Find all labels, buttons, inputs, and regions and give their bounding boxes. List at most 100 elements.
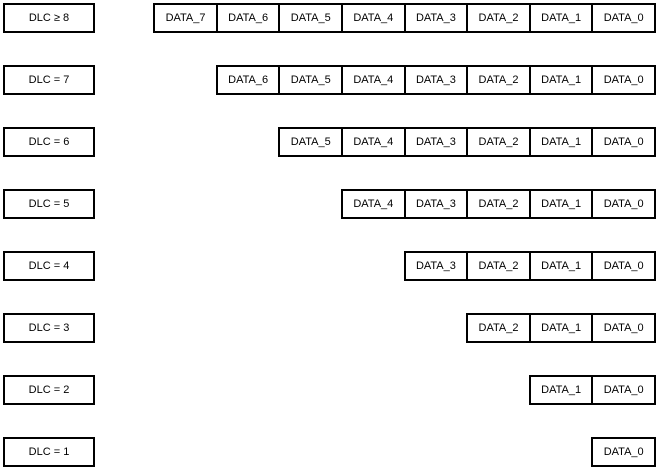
dlc-row: DLC = 1 DATA_0 xyxy=(0,437,659,467)
data-byte-cell: DATA_3 xyxy=(403,251,469,281)
data-bytes-row: DATA_1 DATA_0 xyxy=(528,375,656,405)
data-byte-label: DATA_0 xyxy=(603,136,644,148)
data-byte-cell: DATA_0 xyxy=(591,65,656,95)
dlc-label-box: DLC = 7 xyxy=(3,65,95,95)
data-byte-label: DATA_1 xyxy=(541,136,582,148)
data-byte-cell: DATA_1 xyxy=(528,189,594,219)
data-byte-label: DATA_0 xyxy=(603,74,644,86)
data-bytes-row: DATA_6 DATA_5 DATA_4 DATA_3 DATA_2 DATA_… xyxy=(215,65,656,95)
data-byte-cell: DATA_1 xyxy=(528,375,594,405)
data-byte-label: DATA_3 xyxy=(415,260,456,272)
data-byte-cell: DATA_0 xyxy=(591,127,656,157)
data-byte-label: DATA_6 xyxy=(228,74,269,86)
data-byte-label: DATA_2 xyxy=(478,198,519,210)
data-byte-cell: DATA_0 xyxy=(591,189,656,219)
dlc-label-box: DLC = 5 xyxy=(3,189,95,219)
data-byte-cell: DATA_3 xyxy=(403,189,469,219)
data-byte-label: DATA_3 xyxy=(415,136,456,148)
dlc-row: DLC = 7 DATA_6 DATA_5 DATA_4 DATA_3 DATA… xyxy=(0,65,659,95)
data-byte-label: DATA_5 xyxy=(290,12,331,24)
dlc-label-box: DLC = 4 xyxy=(3,251,95,281)
data-byte-cell: DATA_0 xyxy=(591,437,656,467)
dlc-label: DLC ≥ 8 xyxy=(28,12,70,24)
data-byte-cell: DATA_1 xyxy=(528,65,594,95)
dlc-label-box: DLC ≥ 8 xyxy=(3,3,95,33)
data-byte-cell: DATA_4 xyxy=(341,65,406,95)
dlc-row: DLC = 5 DATA_4 DATA_3 DATA_2 DATA_1 DATA… xyxy=(0,189,659,219)
data-byte-label: DATA_1 xyxy=(541,74,582,86)
data-byte-cell: DATA_0 xyxy=(591,313,656,343)
data-bytes-row: DATA_5 DATA_4 DATA_3 DATA_2 DATA_1 DATA_… xyxy=(278,127,656,157)
data-byte-cell: DATA_7 xyxy=(153,3,218,33)
data-byte-cell: DATA_5 xyxy=(278,127,344,157)
dlc-label: DLC = 4 xyxy=(28,260,70,272)
dlc-label: DLC = 1 xyxy=(28,446,70,458)
dlc-label-box: DLC = 6 xyxy=(3,127,95,157)
data-byte-label: DATA_0 xyxy=(603,384,644,396)
data-byte-label: DATA_4 xyxy=(353,12,394,24)
data-byte-label: DATA_5 xyxy=(290,74,331,86)
data-bytes-row: DATA_2 DATA_1 DATA_0 xyxy=(466,313,656,343)
data-byte-cell: DATA_4 xyxy=(341,3,406,33)
data-bytes-row: DATA_4 DATA_3 DATA_2 DATA_1 DATA_0 xyxy=(341,189,656,219)
data-byte-label: DATA_0 xyxy=(603,322,644,334)
data-byte-label: DATA_2 xyxy=(478,12,519,24)
data-byte-cell: DATA_2 xyxy=(466,189,531,219)
dlc-row: DLC = 6 DATA_5 DATA_4 DATA_3 DATA_2 DATA… xyxy=(0,127,659,157)
data-byte-label: DATA_3 xyxy=(415,198,456,210)
data-byte-cell: DATA_3 xyxy=(403,3,469,33)
dlc-row: DLC = 3 DATA_2 DATA_1 DATA_0 xyxy=(0,313,659,343)
data-byte-label: DATA_3 xyxy=(415,74,456,86)
data-byte-cell: DATA_3 xyxy=(403,65,469,95)
data-byte-cell: DATA_3 xyxy=(403,127,469,157)
data-byte-cell: DATA_0 xyxy=(591,375,656,405)
data-byte-label: DATA_1 xyxy=(541,198,582,210)
dlc-label: DLC = 3 xyxy=(28,322,70,334)
dlc-label: DLC = 7 xyxy=(28,74,70,86)
data-byte-label: DATA_0 xyxy=(603,446,644,458)
data-byte-label: DATA_0 xyxy=(603,12,644,24)
data-byte-label: DATA_1 xyxy=(541,384,582,396)
data-byte-cell: DATA_5 xyxy=(278,3,344,33)
dlc-label-box: DLC = 3 xyxy=(3,313,95,343)
data-byte-cell: DATA_2 xyxy=(466,313,531,343)
dlc-row: DLC = 2 DATA_1 DATA_0 xyxy=(0,375,659,405)
dlc-label-box: DLC = 2 xyxy=(3,375,95,405)
data-byte-cell: DATA_2 xyxy=(466,127,531,157)
data-byte-cell: DATA_5 xyxy=(278,65,344,95)
data-byte-cell: DATA_0 xyxy=(591,251,656,281)
data-byte-cell: DATA_6 xyxy=(215,65,281,95)
data-byte-cell: DATA_2 xyxy=(466,251,531,281)
data-byte-cell: DATA_1 xyxy=(528,3,594,33)
data-byte-label: DATA_4 xyxy=(353,74,394,86)
data-byte-label: DATA_1 xyxy=(541,260,582,272)
data-bytes-row: DATA_7 DATA_6 DATA_5 DATA_4 DATA_3 DATA_… xyxy=(153,3,656,33)
data-bytes-row: DATA_3 DATA_2 DATA_1 DATA_0 xyxy=(403,251,656,281)
data-byte-label: DATA_4 xyxy=(353,136,394,148)
data-byte-cell: DATA_2 xyxy=(466,65,531,95)
dlc-label: DLC = 6 xyxy=(28,136,70,148)
dlc-row: DLC ≥ 8 DATA_7 DATA_6 DATA_5 DATA_4 DATA… xyxy=(0,3,659,33)
data-byte-label: DATA_1 xyxy=(541,12,582,24)
data-byte-label: DATA_5 xyxy=(290,136,331,148)
data-byte-label: DATA_7 xyxy=(165,12,206,24)
data-byte-cell: DATA_4 xyxy=(341,127,406,157)
data-byte-cell: DATA_2 xyxy=(466,3,531,33)
data-byte-label: DATA_4 xyxy=(353,198,394,210)
data-byte-cell: DATA_6 xyxy=(215,3,281,33)
data-byte-cell: DATA_1 xyxy=(528,127,594,157)
dlc-label: DLC = 5 xyxy=(28,198,70,210)
data-bytes-row: DATA_0 xyxy=(591,437,656,467)
dlc-row: DLC = 4 DATA_3 DATA_2 DATA_1 DATA_0 xyxy=(0,251,659,281)
data-byte-label: DATA_2 xyxy=(478,74,519,86)
data-byte-label: DATA_0 xyxy=(603,198,644,210)
data-byte-cell: DATA_4 xyxy=(341,189,406,219)
dlc-label-box: DLC = 1 xyxy=(3,437,95,467)
data-byte-cell: DATA_0 xyxy=(591,3,656,33)
data-byte-label: DATA_6 xyxy=(228,12,269,24)
data-byte-label: DATA_0 xyxy=(603,260,644,272)
data-byte-cell: DATA_1 xyxy=(528,251,594,281)
data-byte-cell: DATA_1 xyxy=(528,313,594,343)
dlc-label: DLC = 2 xyxy=(28,384,70,396)
